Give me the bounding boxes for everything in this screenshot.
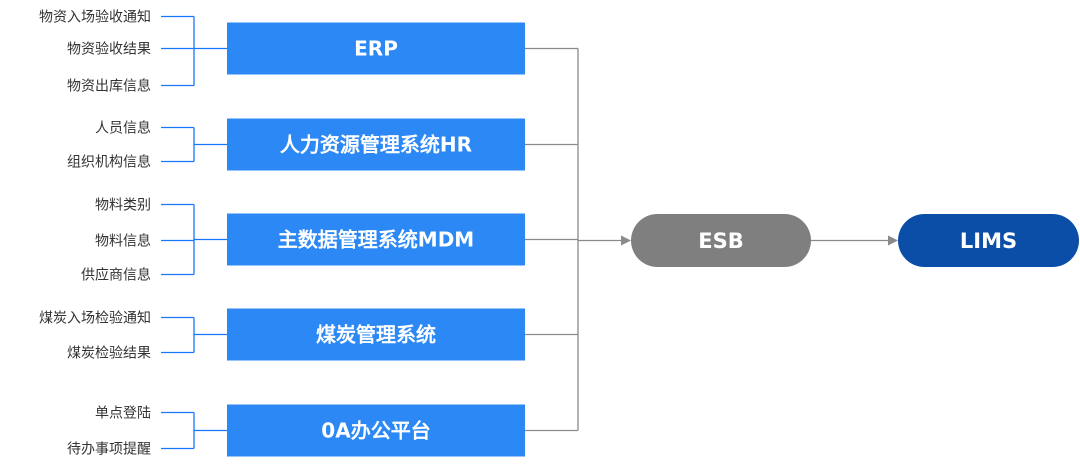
system-name: ERP xyxy=(354,37,398,61)
item-label: 物资验收结果 xyxy=(67,42,151,58)
item-label: 物料类别 xyxy=(95,198,151,214)
system-name: 主数据管理系统MDM xyxy=(278,228,474,252)
item-label: 煤炭入场检验通知 xyxy=(39,310,151,327)
lims-label: LIMS xyxy=(960,229,1017,253)
item-label: 物资入场验收通知 xyxy=(39,9,151,26)
system-box-shape xyxy=(227,308,525,361)
system-box: 人力资源管理系统HR xyxy=(227,118,525,171)
esb-label: ESB xyxy=(698,229,743,253)
lims-node-shape xyxy=(898,214,1079,267)
flow-layer xyxy=(525,47,898,432)
system-box-shape xyxy=(227,404,525,457)
item-label: 待办事项提醒 xyxy=(67,442,151,458)
esb-node: ESB xyxy=(631,214,811,267)
system-box-shape xyxy=(227,118,525,171)
esb-node-shape xyxy=(631,214,811,267)
system-box: 煤炭管理系统 xyxy=(227,308,525,361)
system-box-shape xyxy=(227,213,525,266)
system-box-shape xyxy=(227,22,525,75)
item-label: 单点登陆 xyxy=(95,406,151,422)
lims-node: LIMS xyxy=(898,214,1079,267)
system-name: 煤炭管理系统 xyxy=(316,323,436,347)
item-label: 供应商信息 xyxy=(81,267,151,284)
system-name: 0A办公平台 xyxy=(321,419,430,443)
item-label: 人员信息 xyxy=(95,120,151,137)
item-label: 组织机构信息 xyxy=(67,154,151,171)
connectors-layer xyxy=(161,15,227,450)
system-box: 0A办公平台 xyxy=(227,404,525,457)
item-label: 物资出库信息 xyxy=(67,78,151,95)
system-name: 人力资源管理系统HR xyxy=(280,133,472,157)
labels-layer: 物资入场验收通知物资验收结果物资出库信息人员信息组织机构信息物料类别物料信息供应… xyxy=(39,9,151,458)
item-label: 物料信息 xyxy=(95,233,151,250)
systems-layer: ERP 人力资源管理系统HR 主数据管理系统MDM 煤炭管理系统 0A办公平台 xyxy=(227,22,525,457)
item-label: 煤炭检验结果 xyxy=(67,346,151,362)
system-box: ERP xyxy=(227,22,525,75)
system-box: 主数据管理系统MDM xyxy=(227,213,525,266)
